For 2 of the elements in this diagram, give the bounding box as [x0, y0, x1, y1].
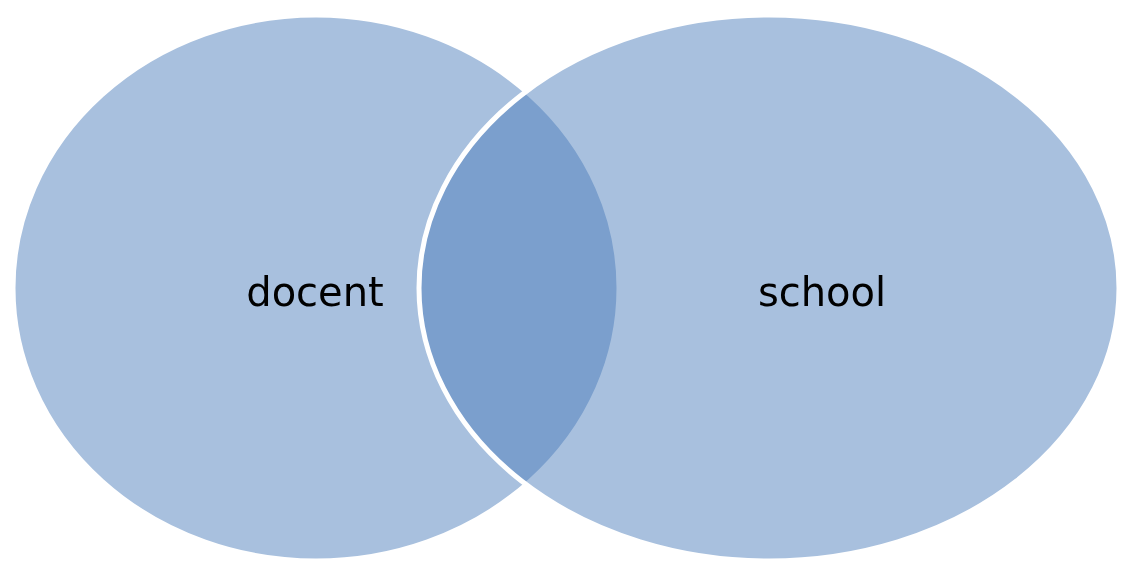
set-label: school — [757, 269, 887, 315]
set-label: docent — [246, 269, 384, 315]
